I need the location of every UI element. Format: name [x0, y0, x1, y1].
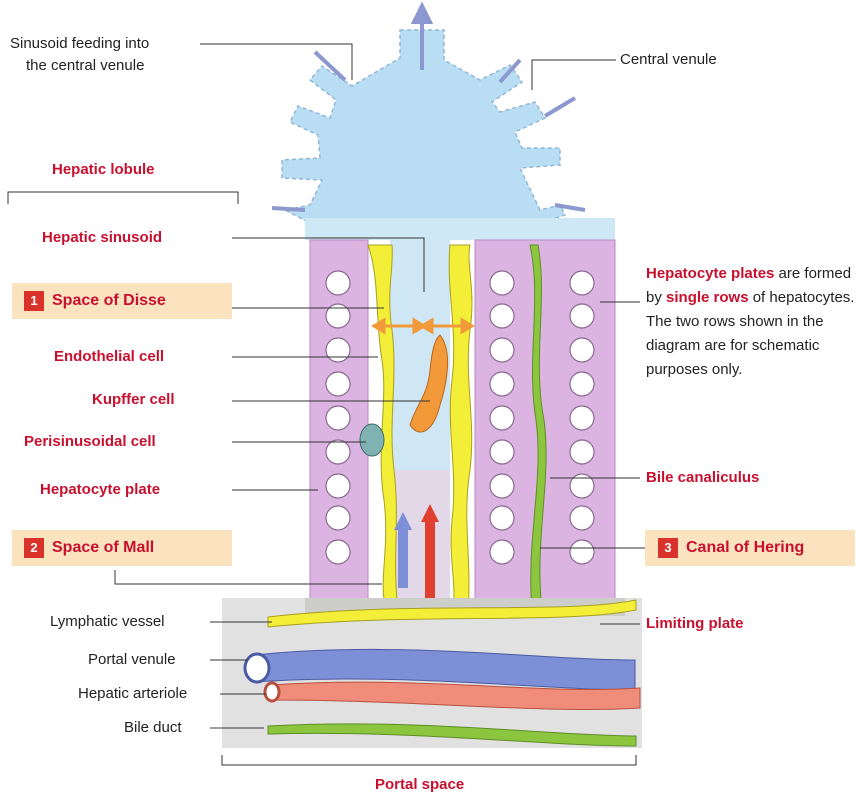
callout-space-of-mall-text: 2 Space of Mall: [24, 538, 154, 558]
label-hepatocyte-plate: Hepatocyte plate: [40, 480, 160, 500]
description-highlight-2: single rows: [666, 289, 749, 306]
label-perisinusoidal-cell: Perisinusoidal cell: [24, 432, 156, 452]
callout-canal-of-hering-text: 3 Canal of Hering: [658, 538, 804, 558]
callout-space-of-disse-text: 1 Space of Disse: [24, 291, 166, 311]
label-sinusoid-feeding-1: Sinusoid feeding into: [10, 34, 149, 54]
label-endothelial-cell: Endothelial cell: [54, 347, 164, 367]
callout-number: 2: [24, 538, 44, 558]
label-portal-venule: Portal venule: [88, 650, 176, 670]
endothelial-strip-right: [449, 245, 472, 610]
label-central-venule: Central venule: [620, 50, 717, 70]
callout-label: Space of Mall: [52, 539, 154, 556]
label-bile-canaliculus: Bile canaliculus: [646, 468, 759, 488]
label-lymphatic-vessel: Lymphatic vessel: [50, 612, 165, 632]
perisinusoidal-cell-shape: [360, 424, 384, 456]
label-sinusoid-feeding-2: the central venule: [26, 56, 144, 76]
callout-number: 3: [658, 538, 678, 558]
hepatocyte-plates-description: Hepatocyte plates are formed by single r…: [646, 262, 860, 382]
label-hepatic-sinusoid: Hepatic sinusoid: [42, 228, 162, 248]
hepatic-arteriole-lumen: [265, 683, 279, 701]
label-portal-space: Portal space: [375, 775, 464, 795]
label-limiting-plate: Limiting plate: [646, 614, 744, 634]
description-highlight-1: Hepatocyte plates: [646, 265, 774, 282]
label-kupffer-cell: Kupffer cell: [92, 390, 175, 410]
label-hepatic-arteriole: Hepatic arteriole: [78, 684, 187, 704]
label-hepatic-lobule: Hepatic lobule: [52, 160, 155, 180]
callout-number: 1: [24, 291, 44, 311]
callout-label: Canal of Hering: [686, 539, 804, 556]
callout-label: Space of Disse: [52, 292, 166, 309]
venule-base: [305, 218, 615, 240]
label-bile-duct: Bile duct: [124, 718, 182, 738]
portal-venule-lumen: [245, 654, 269, 682]
